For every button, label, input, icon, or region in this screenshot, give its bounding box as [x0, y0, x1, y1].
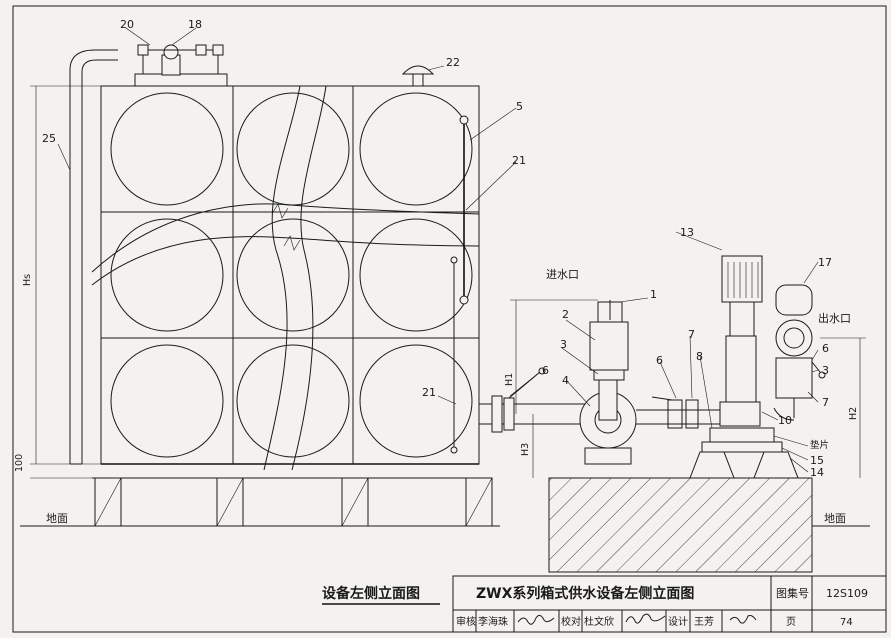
break-lines — [91, 85, 480, 471]
callout-13: 13 — [680, 226, 694, 239]
callout-1: 1 — [650, 288, 657, 301]
callout-21-top: 21 — [512, 154, 526, 167]
water-tank — [92, 73, 492, 479]
review-name: 李海珠 — [478, 615, 508, 628]
signature-checker — [625, 613, 666, 624]
callout-6-right: 6 — [822, 342, 829, 355]
callout-15: 15 — [810, 454, 824, 467]
atlas-no: 12S109 — [826, 587, 868, 600]
callout-3: 3 — [560, 338, 567, 351]
callout-7-right: 7 — [822, 396, 829, 409]
drawing-title: ZWX系列箱式供水设备左侧立面图 — [476, 585, 694, 602]
signature-designer — [729, 615, 757, 624]
label-inlet: 进水口 — [546, 268, 579, 281]
signature-reviewer — [517, 614, 555, 625]
dim-h1: H1 — [504, 373, 515, 386]
callout-7-mid: 7 — [688, 328, 695, 341]
label-ground-right: 地面 — [824, 512, 846, 525]
atlas-no-label: 图集号 — [776, 586, 809, 600]
leader-lines — [57, 27, 819, 473]
callout-22: 22 — [446, 56, 460, 69]
design-name: 王芳 — [694, 615, 714, 628]
label-gasket: 垫片 — [810, 439, 829, 451]
callout-5: 5 — [516, 100, 523, 113]
title-block: ZWX系列箱式供水设备左侧立面图 图集号 12S109 审核 李海珠 校对 杜文… — [452, 575, 887, 633]
callout-14: 14 — [810, 466, 824, 479]
drawing-frame — [12, 5, 887, 633]
concrete-base — [548, 477, 813, 573]
callout-labels: 20 18 22 5 21 21 25 13 17 1 2 3 4 6 6 7 … — [14, 18, 859, 525]
dim-h3: H3 — [520, 443, 531, 456]
callout-2: 2 — [562, 308, 569, 321]
vertical-pump — [689, 255, 799, 479]
outlet-assembly — [773, 284, 826, 421]
callout-18: 18 — [188, 18, 202, 31]
callout-6-left: 6 — [542, 364, 549, 377]
tank-piers — [94, 477, 493, 527]
review-label: 审核 — [456, 615, 476, 628]
callout-17: 17 — [818, 256, 832, 269]
page-label: 页 — [786, 616, 796, 628]
callout-8: 8 — [696, 350, 703, 363]
label-ground-left: 地面 — [46, 512, 68, 525]
label-outlet: 出水口 — [818, 311, 851, 325]
top-fittings — [137, 44, 435, 87]
view-title: 设备左侧立面图 — [322, 585, 420, 602]
callout-10: 10 — [778, 414, 792, 427]
dim-h2: H2 — [848, 407, 859, 420]
check-label: 校对 — [561, 615, 581, 628]
check-name: 杜文欣 — [584, 615, 614, 628]
callout-21-bottom: 21 — [422, 386, 436, 399]
dim-100: 100 — [14, 454, 25, 472]
callout-25: 25 — [42, 132, 56, 145]
level-gauge — [450, 115, 469, 454]
callout-6-mid: 6 — [656, 354, 663, 367]
inlet-piping — [479, 300, 720, 465]
callout-3-right: 3 — [822, 364, 829, 377]
dim-hs: Hs — [22, 274, 33, 286]
callout-20: 20 — [120, 18, 134, 31]
dimension-lines — [30, 85, 866, 479]
design-label: 设计 — [668, 615, 688, 628]
page-no: 74 — [840, 617, 853, 628]
callout-4: 4 — [562, 374, 569, 387]
